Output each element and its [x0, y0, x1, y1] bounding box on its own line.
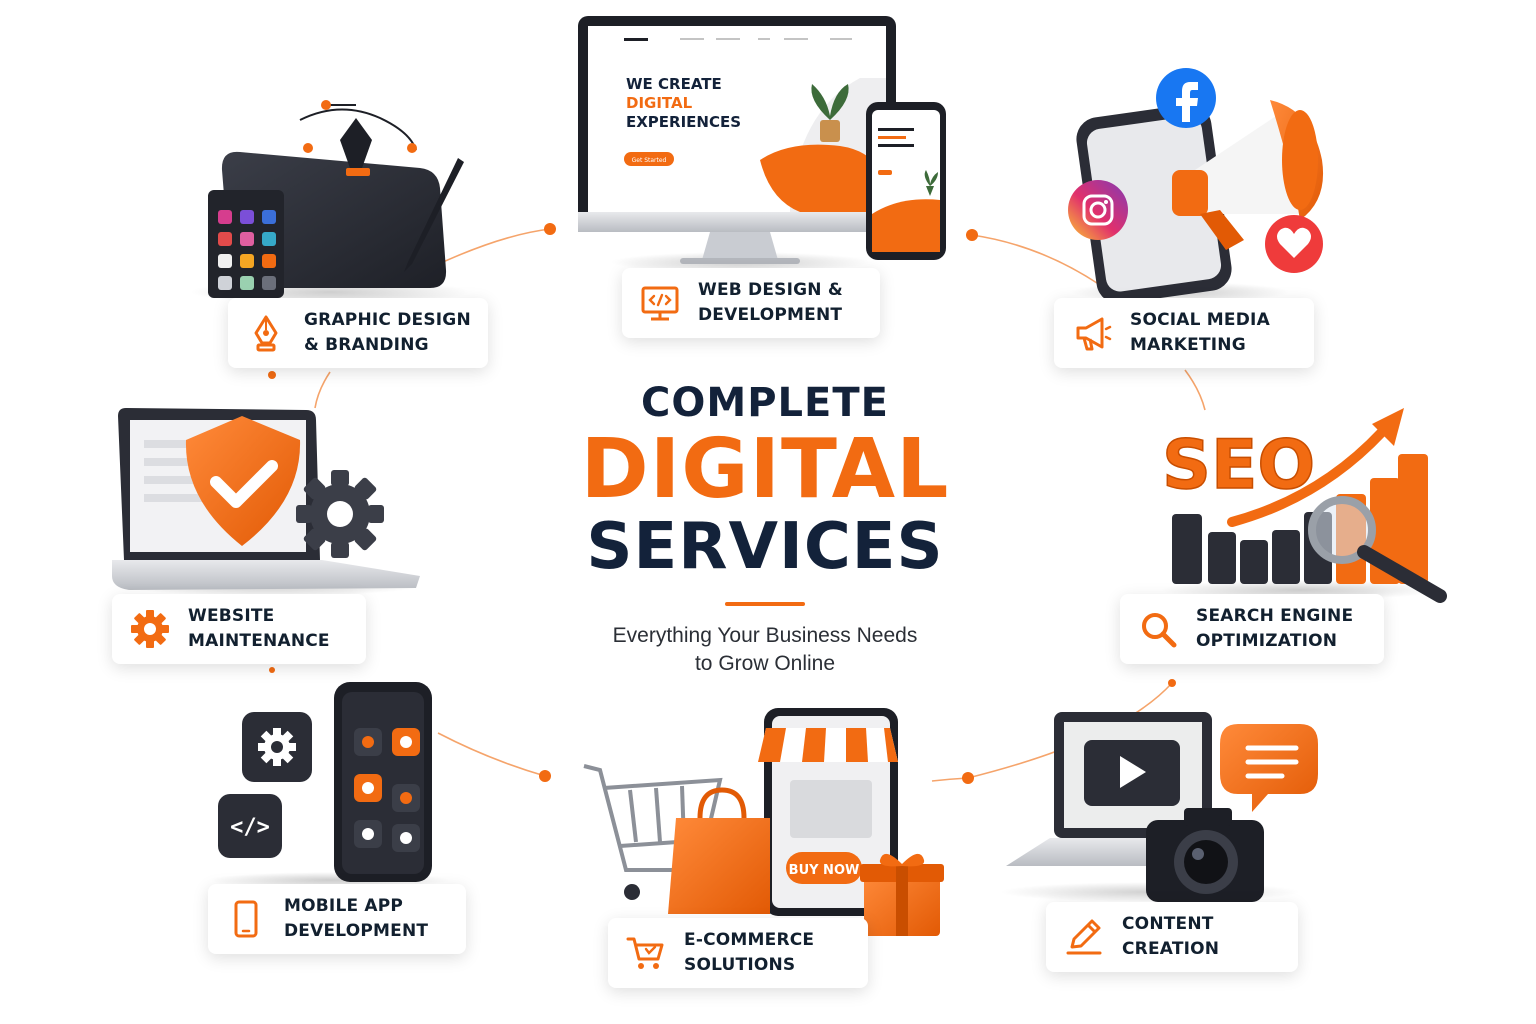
service-label: GRAPHIC DESIGN & BRANDING — [304, 310, 471, 355]
web-design-illustration: WE CREATE DIGITAL EXPERIENCES Get Starte… — [578, 16, 946, 272]
service-label: SEARCH ENGINE OPTIMIZATION — [1196, 606, 1354, 651]
mockup-headline-3: EXPERIENCES — [626, 113, 741, 131]
seo-text: SEO — [1162, 426, 1315, 505]
content-illustration — [1000, 712, 1318, 902]
title-line-1: COMPLETE — [641, 380, 889, 426]
gift-box-graphic — [860, 853, 944, 936]
service-card-web-design[interactable]: WEB DESIGN & DEVELOPMENT — [622, 268, 880, 338]
smartphone-icon — [234, 900, 258, 938]
service-card-social-media[interactable]: SOCIAL MEDIA MARKETING — [1054, 298, 1314, 368]
magnifier-icon — [1142, 613, 1177, 648]
service-label: WEB DESIGN & DEVELOPMENT — [698, 280, 843, 325]
pencil-icon — [1066, 919, 1102, 955]
megaphone-icon — [1076, 317, 1112, 351]
service-label: MOBILE APP DEVELOPMENT — [284, 896, 429, 941]
maintenance-laptop-base — [112, 560, 420, 590]
title-subtitle: Everything Your Business Needs to Grow O… — [612, 624, 918, 675]
shop-awning — [758, 728, 898, 762]
pen-nib-icon — [254, 315, 278, 352]
service-card-website-maintenance[interactable]: WEBSITE MAINTENANCE — [112, 594, 366, 664]
pen-tool-icon — [299, 100, 417, 176]
color-swatches — [218, 210, 276, 290]
svg-text:</>: </> — [230, 815, 270, 840]
service-card-graphic-design[interactable]: GRAPHIC DESIGN & BRANDING — [228, 298, 488, 368]
magnifier-graphic — [1308, 496, 1447, 603]
plant-icon — [811, 84, 849, 142]
code-monitor-icon — [641, 286, 679, 321]
app-icons — [354, 728, 420, 852]
mobile-app-illustration: </> — [210, 682, 450, 888]
social-media-illustration — [1068, 68, 1324, 304]
shield-check-icon — [185, 416, 301, 546]
seo-illustration: SEO — [1160, 408, 1447, 603]
buy-now-label: BUY NOW — [789, 863, 860, 878]
monitor-nav — [624, 38, 852, 41]
mockup-cta-button — [624, 152, 674, 166]
megaphone-graphic — [1172, 100, 1324, 250]
service-label: E-COMMERCE SOLUTIONS — [684, 930, 815, 975]
service-label: SOCIAL MEDIA MARKETING — [1130, 310, 1270, 355]
instagram-icon — [1068, 180, 1128, 240]
mockup-cta-label: Get Started — [632, 157, 667, 164]
gear-graphic — [296, 470, 384, 558]
maintenance-illustration — [112, 408, 420, 596]
service-card-content[interactable]: CONTENT CREATION — [1046, 902, 1298, 972]
central-title-block: COMPLETE DIGITAL SERVICES Everything You… — [520, 378, 1010, 678]
cart-icon — [626, 937, 664, 969]
mockup-headline-1: WE CREATE — [626, 75, 722, 93]
graphic-design-illustration — [190, 100, 470, 304]
chat-bubble-icon — [1220, 724, 1318, 812]
title-underline — [725, 602, 805, 606]
service-label: CONTENT CREATION — [1122, 914, 1220, 959]
title-line-3: SERVICES — [586, 510, 944, 584]
gear-icon — [131, 610, 169, 648]
ecommerce-illustration: BUY NOW — [583, 708, 944, 938]
code-tile — [218, 794, 282, 858]
service-label: WEBSITE MAINTENANCE — [188, 606, 330, 651]
shopping-bag-graphic — [668, 818, 770, 914]
title-line-2: DIGITAL — [580, 422, 950, 517]
play-icon — [1120, 756, 1146, 788]
mockup-headline-2: DIGITAL — [626, 94, 693, 112]
camera-icon — [1146, 808, 1264, 902]
shopping-cart-graphic — [583, 764, 723, 872]
service-card-ecommerce[interactable]: E-COMMERCE SOLUTIONS — [608, 918, 868, 988]
stylus — [404, 158, 464, 272]
service-card-seo[interactable]: SEARCH ENGINE OPTIMIZATION — [1120, 594, 1384, 664]
buy-now-button — [786, 852, 862, 884]
service-card-mobile-app[interactable]: MOBILE APP DEVELOPMENT — [208, 884, 466, 954]
